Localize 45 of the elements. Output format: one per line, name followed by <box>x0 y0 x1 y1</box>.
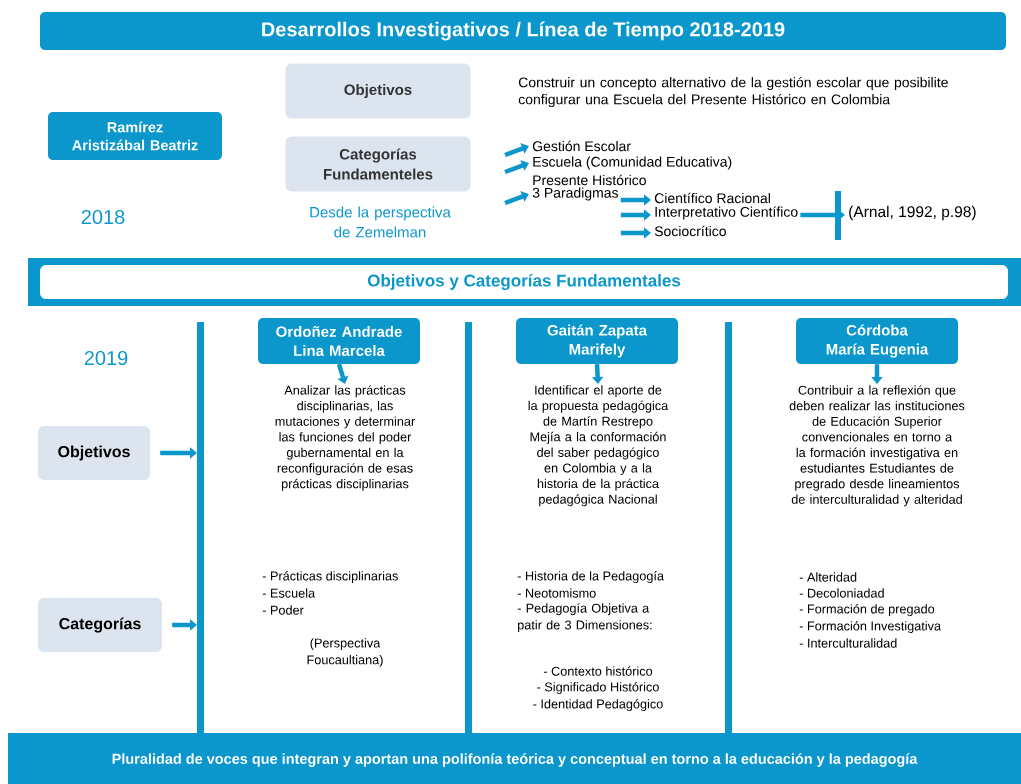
year-label: 2018 <box>81 209 125 225</box>
arrow <box>504 143 529 158</box>
list-item: - Contexto histórico <box>543 666 653 676</box>
footer-banner: Pluralidad de voces que integran y aportan una polifonía teórica y conceptual en torno a la educación y la pedagogía <box>8 733 1021 784</box>
paradigm-item: Interpretativo Científico <box>655 206 798 220</box>
list-item: - Significado Histórico <box>537 682 659 694</box>
category-item: 3 Paradigmas <box>532 187 619 201</box>
heading-box: Objetivos <box>285 63 471 119</box>
paradigm-item: Sociocrítico <box>654 225 726 237</box>
name-box: Ordoñez Andrade Lina Marcela <box>258 318 420 364</box>
citation-text: (Arnal, 1992, p.98) <box>849 205 976 221</box>
name-box: Ramírez Aristizábal Beatriz <box>48 112 222 160</box>
category-item: Escuela (Comunidad Educativa) <box>533 156 732 170</box>
paradigm-item: Científico Racional <box>654 192 770 204</box>
list-item: - Neotomismo <box>517 588 596 598</box>
list-item: - Escuela <box>262 588 316 598</box>
list-item: - Alteridad <box>799 572 857 582</box>
list-item: - Prácticas disciplinarias <box>262 571 398 583</box>
heading-box: Categorías <box>38 598 162 652</box>
list-item: - Pedagogía Objetiva a patir de 3 Dimensiones: <box>517 603 652 632</box>
name-box: Córdoba María Eugenia <box>796 318 958 364</box>
category-item: Presente Histórico <box>533 174 646 186</box>
heading-box: Objetivos <box>38 426 150 480</box>
list-item: - Formación Investigativa <box>799 621 942 633</box>
list-item: - Poder <box>262 605 304 615</box>
list-item: - Identidad Pedagógico <box>533 699 663 711</box>
arrow <box>504 160 529 175</box>
beside-text: Desde la perspectiva de Zemelman <box>310 206 451 238</box>
objective-text: Contribuir a la reflexión que deben realizar las instituciones de Educación Superior convencionales en torno a la formación investigativa en estudiantes Estudiantes de pregrado desde lineamientos de interculturalidad y alteridad <box>789 385 965 507</box>
heading-box: Categorías Fundamenteles <box>285 136 471 192</box>
objective-text: Identificar el aporte de la propuesta pedagógica de Martín Restrepo Mejía a la conformación del saber pedagógico en Colombia y a la historia de la práctica pedagógica Nacional <box>528 385 669 507</box>
section-banner: Objetivos y Categorías Fundamentales <box>28 258 1021 306</box>
list-item: - Historia de la Pedagogía <box>517 571 664 583</box>
name-box: Gaitán Zapata Marifely <box>516 318 678 364</box>
list-item: - Formación de pregado <box>799 604 935 616</box>
list-item: - Interculturalidad <box>799 638 897 648</box>
title-banner: Desarrollos Investigativos / Línea de Tiempo 2018-2019 <box>40 12 1006 50</box>
note-text: (Perspectiva Foucaultiana) <box>307 638 383 667</box>
category-item: Gestión Escolar <box>532 140 631 152</box>
year-label: 2019 <box>84 350 128 366</box>
objective-text: Construir un concepto alternativo de la gestión escolar que posibilite configurar una Escuela del Presente Histórico en Colombia <box>518 76 948 108</box>
arrow <box>504 191 529 206</box>
objective-text: Analizar las prácticas disciplinarias, las mutaciones y determinar las funciones del poder gubernamental en la reconfiguración de esas prácticas disciplinarias <box>275 385 415 491</box>
arrow <box>336 363 349 384</box>
list-item: - Decoloniadad <box>799 588 884 598</box>
